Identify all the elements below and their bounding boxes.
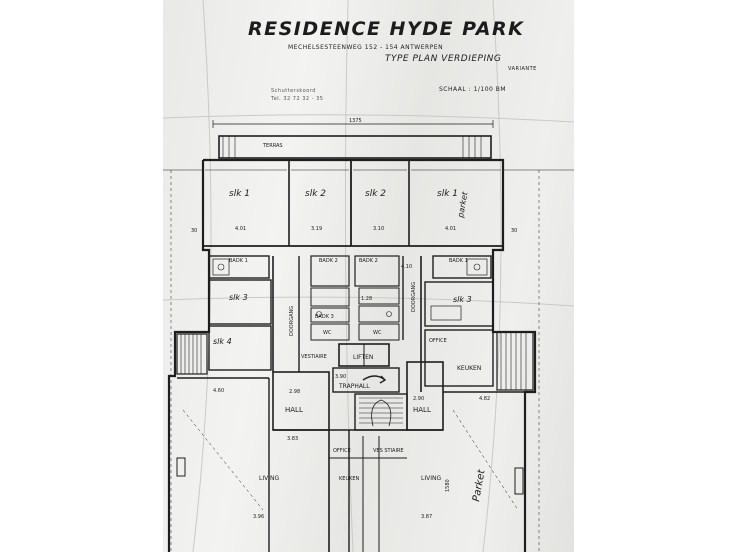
dim-396: 3.96 — [253, 514, 264, 520]
room-label-traphall: TRAPHALL — [338, 383, 370, 390]
dim-slk1-right: 4.01 — [445, 226, 456, 232]
walls — [163, 120, 574, 552]
room-label-slk-4-left: slk 4 — [213, 337, 232, 346]
dim-slk2-left: 3.19 — [311, 226, 322, 232]
blueprint-sheet: TERRAS slk 1 slk 2 slk 2 slk 1 parket BA… — [163, 0, 574, 552]
dim-hall-right: 2.90 — [413, 396, 424, 402]
room-label-slk-1-left: slk 1 — [229, 189, 250, 199]
office-stamp-line-1: Schutterskoord — [271, 88, 316, 94]
room-label-terras: TERRAS — [262, 143, 283, 149]
plan-scale: SCHAAL : 1/100 BM — [439, 86, 507, 93]
room-label-doorgang-left: DOORGANG — [289, 306, 295, 336]
room-label-keuken-left: KEUKEN — [339, 476, 360, 482]
dim-living-right: 4.82 — [479, 396, 490, 402]
floor-plan-drawing: TERRAS slk 1 slk 2 slk 2 slk 1 parket BA… — [163, 0, 574, 552]
room-label-slk-2-left: slk 2 — [305, 189, 326, 199]
plan-type: TYPE PLAN VERDIEPING — [385, 54, 502, 64]
room-label-living-left: LIVING — [259, 475, 279, 482]
room-label-doorgang-right: DOORGANG — [411, 282, 417, 312]
room-label-living-right: LIVING — [421, 475, 441, 482]
office-stamp-line-2: Tel. 32 72 32 - 35 — [271, 96, 324, 102]
annotation-parket-bottom: Parket — [471, 468, 488, 503]
room-label-badk-2-right: BADK 2 — [359, 258, 378, 264]
room-label-vestiaire: VESTIAIRE — [301, 354, 327, 360]
room-label-keuken-right: KEUKEN — [457, 365, 481, 372]
room-label-badk-2-left: BADK 2 — [319, 258, 338, 264]
dim-hall-left: 2.98 — [289, 389, 300, 395]
paper-creases — [163, 0, 574, 552]
room-label-hall-left: HALL — [285, 406, 303, 414]
dim-slk2-right: 3.10 — [373, 226, 384, 232]
room-label-wc-left: WC — [323, 330, 332, 336]
room-label-badk-left: BADK 1 — [229, 258, 248, 264]
room-label-ves-stiaire: VES STIAIRE — [373, 448, 404, 454]
room-label-badk-3: BADK 3 — [315, 314, 334, 320]
dim-383: 3.83 — [287, 436, 298, 442]
dimension-labels: 1375 4.01 3.19 3.10 4.01 30 30 4.10 1.28… — [191, 118, 517, 520]
dim-387: 3.87 — [421, 514, 432, 520]
plan-variant: VARIANTE — [508, 66, 537, 72]
room-label-badk-right: BADK 1 — [449, 258, 468, 264]
room-label-slk-1-right: slk 1 — [437, 189, 458, 199]
room-label-slk-3-left: slk 3 — [229, 293, 248, 302]
room-label-wc-right: WC — [373, 330, 382, 336]
dim-390: 3.90 — [335, 374, 346, 380]
dim-410: 4.10 — [401, 264, 412, 270]
address-line: MECHELSESTEENWEG 152 - 154 ANTWERPEN — [288, 44, 444, 51]
dim-side-right: 30 — [511, 228, 517, 234]
dim-slk1-left: 4.01 — [235, 226, 246, 232]
dim-1580: 1580 — [445, 479, 451, 492]
dim-side-left: 30 — [191, 228, 197, 234]
room-label-office-left: OFFICE — [333, 448, 351, 454]
dim-living-left: 4.60 — [213, 388, 224, 394]
dim-128: 1.28 — [361, 296, 372, 302]
plan-title: RESIDENCE HYDE PARK — [248, 18, 525, 40]
dim-top-total: 1375 — [349, 118, 362, 124]
room-label-office-right: OFFICE — [429, 338, 447, 344]
room-label-hall-right: HALL — [413, 406, 431, 414]
room-label-slk-2-right: slk 2 — [365, 189, 386, 199]
room-label-slk-3-right: slk 3 — [453, 295, 472, 304]
room-label-liften: LIFTEN — [353, 354, 373, 361]
